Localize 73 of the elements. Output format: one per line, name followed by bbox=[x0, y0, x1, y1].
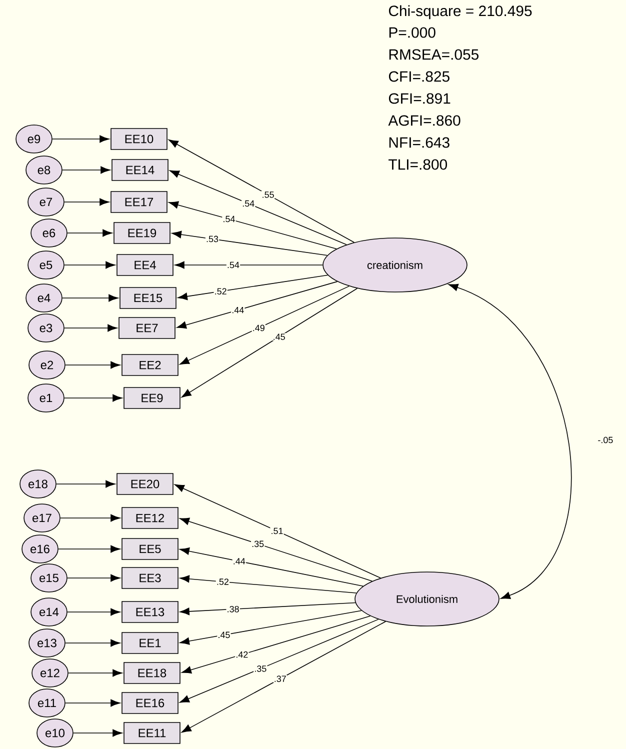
arrow bbox=[68, 669, 122, 677]
arrow bbox=[64, 198, 110, 206]
arrow bbox=[65, 639, 120, 647]
edge-label: .37 bbox=[273, 675, 287, 683]
arrow bbox=[180, 518, 373, 582]
variable-box: EE4 bbox=[116, 254, 174, 276]
variable-box: EE5 bbox=[122, 538, 178, 560]
variable-box: EE18 bbox=[124, 662, 180, 684]
arrow bbox=[180, 575, 357, 594]
arrow bbox=[182, 616, 371, 674]
fit-statistic: Chi-square = 210.495 bbox=[388, 5, 532, 20]
edge-label: .35 bbox=[251, 540, 265, 548]
covariance-arrow bbox=[448, 284, 572, 599]
variable-box: EE7 bbox=[118, 317, 176, 339]
arrow bbox=[180, 286, 350, 365]
fit-statistic: AGFI=.860 bbox=[388, 115, 460, 126]
arrow bbox=[67, 229, 112, 237]
arrow bbox=[73, 729, 122, 737]
arrow bbox=[56, 480, 116, 488]
arrow bbox=[64, 394, 122, 402]
arrow bbox=[60, 514, 120, 522]
arrow bbox=[65, 699, 120, 707]
fit-statistic: RMSEA=.055 bbox=[389, 49, 479, 60]
variable-box: EE20 bbox=[116, 473, 174, 495]
arrow bbox=[67, 608, 120, 616]
arrow bbox=[168, 201, 337, 250]
variable-box: EE16 bbox=[122, 692, 178, 714]
variable-box: EE10 bbox=[110, 128, 168, 150]
arrow bbox=[180, 547, 364, 587]
edge-label: .45 bbox=[217, 631, 231, 639]
variable-box: EE2 bbox=[122, 354, 178, 376]
fit-statistic: TLI=.800 bbox=[388, 159, 447, 170]
arrow bbox=[64, 261, 116, 269]
arrow bbox=[181, 621, 386, 733]
edge-label: .45 bbox=[272, 333, 286, 341]
arrow bbox=[178, 274, 328, 300]
arrow bbox=[64, 324, 118, 332]
arrow bbox=[174, 261, 323, 269]
variable-box: EE3 bbox=[122, 567, 178, 589]
edge-label: .52 bbox=[214, 288, 228, 296]
fit-statistic: P=.000 bbox=[389, 27, 436, 38]
variable-box: EE13 bbox=[122, 601, 178, 623]
variable-box: EE17 bbox=[110, 191, 168, 213]
fit-statistic: GFI=.891 bbox=[388, 93, 450, 104]
arrow bbox=[170, 170, 347, 246]
variable-box: EE19 bbox=[114, 222, 170, 244]
arrow bbox=[172, 230, 328, 256]
edge-label: -.05 bbox=[598, 436, 613, 444]
arrow bbox=[180, 618, 379, 703]
arrow bbox=[67, 574, 120, 582]
arrow bbox=[176, 281, 338, 329]
arrow bbox=[58, 545, 120, 553]
arrow bbox=[174, 484, 381, 578]
edge-label: .55 bbox=[261, 191, 275, 198]
variable-box: EE1 bbox=[122, 632, 178, 654]
edge-label: .53 bbox=[205, 235, 220, 243]
variable-box: EE12 bbox=[122, 507, 178, 529]
arrow bbox=[62, 166, 110, 174]
arrow bbox=[181, 288, 358, 398]
edge-label: .44 bbox=[232, 558, 246, 565]
variable-box: EE15 bbox=[120, 287, 176, 309]
arrow bbox=[180, 610, 362, 645]
fit-statistic: CFI=.825 bbox=[388, 71, 450, 82]
arrow bbox=[62, 294, 118, 302]
arrow bbox=[65, 361, 120, 369]
arrow bbox=[168, 139, 355, 243]
variable-box: EE14 bbox=[112, 159, 168, 181]
fit-statistic: NFI=.643 bbox=[389, 137, 450, 148]
variable-box: EE9 bbox=[124, 387, 180, 409]
variable-box: EE11 bbox=[124, 722, 180, 744]
arrow bbox=[52, 135, 110, 143]
edge-label: .49 bbox=[252, 324, 266, 332]
arrow bbox=[180, 602, 356, 616]
